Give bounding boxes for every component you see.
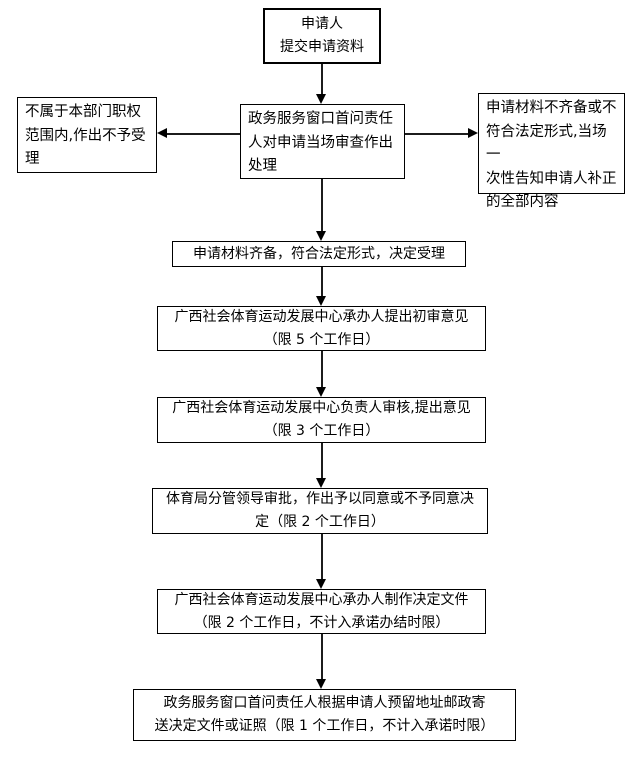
node-accept: 申请材料齐备，符合法定形式，决定受理	[172, 241, 466, 267]
node-bureau-approval-line: 定（限 2 个工作日）	[255, 514, 385, 530]
node-mail-delivery-line: 政务服务窗口首问责任人根据申请人预留地址邮政寄	[163, 695, 486, 711]
node-bureau-approval: 体育局分管领导审批，作出予以同意或不予同意决 定（限 2 个工作日）	[152, 488, 488, 534]
arrow-down-icon	[316, 579, 326, 589]
arrow-down-icon	[316, 478, 326, 488]
arrow-shaft	[321, 634, 323, 681]
node-leader-audit: 广西社会体育运动发展中心负责人审核,提出意见 （限 3 个工作日）	[157, 397, 486, 443]
node-not-accept-line: 理	[25, 151, 40, 167]
node-make-document: 广西社会体育运动发展中心承办人制作决定文件 （限 2 个工作日，不计入承诺办结时…	[157, 589, 486, 634]
node-initial-review-line: 广西社会体育运动发展中心承办人提出初审意见	[174, 308, 469, 325]
arrow-down-icon	[316, 679, 326, 689]
arrow-right-icon	[468, 128, 478, 138]
arrow-down-icon	[316, 296, 326, 306]
node-mail-delivery-line: 送决定文件或证照（限 1 个工作日，不计入承诺时限）	[154, 718, 495, 734]
arrow-window-to-not-accept	[157, 128, 240, 139]
arrow-down-icon	[316, 94, 326, 104]
node-supplement-notice-line: 符合法定形式,当场一	[486, 123, 607, 164]
node-initial-review-line: （限 5 个工作日）	[263, 331, 380, 348]
node-supplement-notice-line: 次性告知申请人补正	[486, 170, 617, 187]
node-window-review-line: 处理	[248, 158, 277, 174]
arrow-down-icon	[316, 231, 326, 241]
arrow-leader-to-bureau	[316, 443, 327, 488]
arrow-shaft	[321, 179, 323, 233]
node-applicant: 申请人 提交申请资料	[263, 8, 381, 64]
node-make-document-line: （限 2 个工作日，不计入承诺办结时限）	[193, 614, 450, 631]
node-applicant-line: 申请人	[301, 16, 343, 32]
arrow-shaft	[405, 133, 470, 135]
arrow-left-icon	[157, 128, 167, 138]
arrow-applicant-to-window	[316, 64, 327, 104]
node-not-accept-line: 不属于本部门职权	[25, 104, 141, 120]
node-not-accept-line: 范围内,作出不予受	[25, 127, 146, 144]
arrow-bureau-to-document	[316, 534, 327, 589]
arrow-shaft	[321, 351, 323, 389]
arrow-shaft	[321, 443, 323, 480]
node-supplement-notice-line: 申请材料不齐备或不	[486, 100, 617, 116]
node-window-review: 政务服务窗口首问责任 人对申请当场审查作出 处理	[240, 104, 405, 179]
arrow-down-icon	[316, 387, 326, 397]
arrow-shaft	[321, 534, 323, 581]
node-not-accept: 不属于本部门职权 范围内,作出不予受 理	[17, 97, 157, 173]
arrow-shaft	[165, 133, 240, 135]
arrow-window-to-accept	[316, 179, 327, 241]
node-applicant-line: 提交申请资料	[280, 39, 364, 55]
node-initial-review: 广西社会体育运动发展中心承办人提出初审意见 （限 5 个工作日）	[157, 306, 486, 351]
node-bureau-approval-line: 体育局分管领导审批，作出予以同意或不予同意决	[166, 491, 474, 507]
node-window-review-line: 政务服务窗口首问责任	[248, 111, 393, 127]
arrow-accept-to-initial	[316, 267, 327, 306]
node-accept-line: 申请材料齐备，符合法定形式，决定受理	[193, 245, 445, 262]
node-window-review-line: 人对申请当场审查作出	[248, 134, 393, 151]
arrow-shaft	[321, 64, 323, 96]
node-leader-audit-line: （限 3 个工作日）	[263, 423, 380, 439]
arrow-shaft	[321, 267, 323, 298]
node-make-document-line: 广西社会体育运动发展中心承办人制作决定文件	[174, 591, 469, 608]
arrow-initial-to-leader	[316, 351, 327, 397]
node-supplement-notice: 申请材料不齐备或不 符合法定形式,当场一 次性告知申请人补正 的全部内容	[478, 93, 625, 210]
arrow-window-to-supplement	[405, 128, 478, 139]
node-supplement-notice-line: 的全部内容	[486, 194, 559, 210]
node-leader-audit-line: 广西社会体育运动发展中心负责人审核,提出意见	[172, 400, 471, 416]
arrow-document-to-mail	[316, 634, 327, 689]
node-mail-delivery: 政务服务窗口首问责任人根据申请人预留地址邮政寄 送决定文件或证照（限 1 个工作…	[133, 689, 516, 741]
